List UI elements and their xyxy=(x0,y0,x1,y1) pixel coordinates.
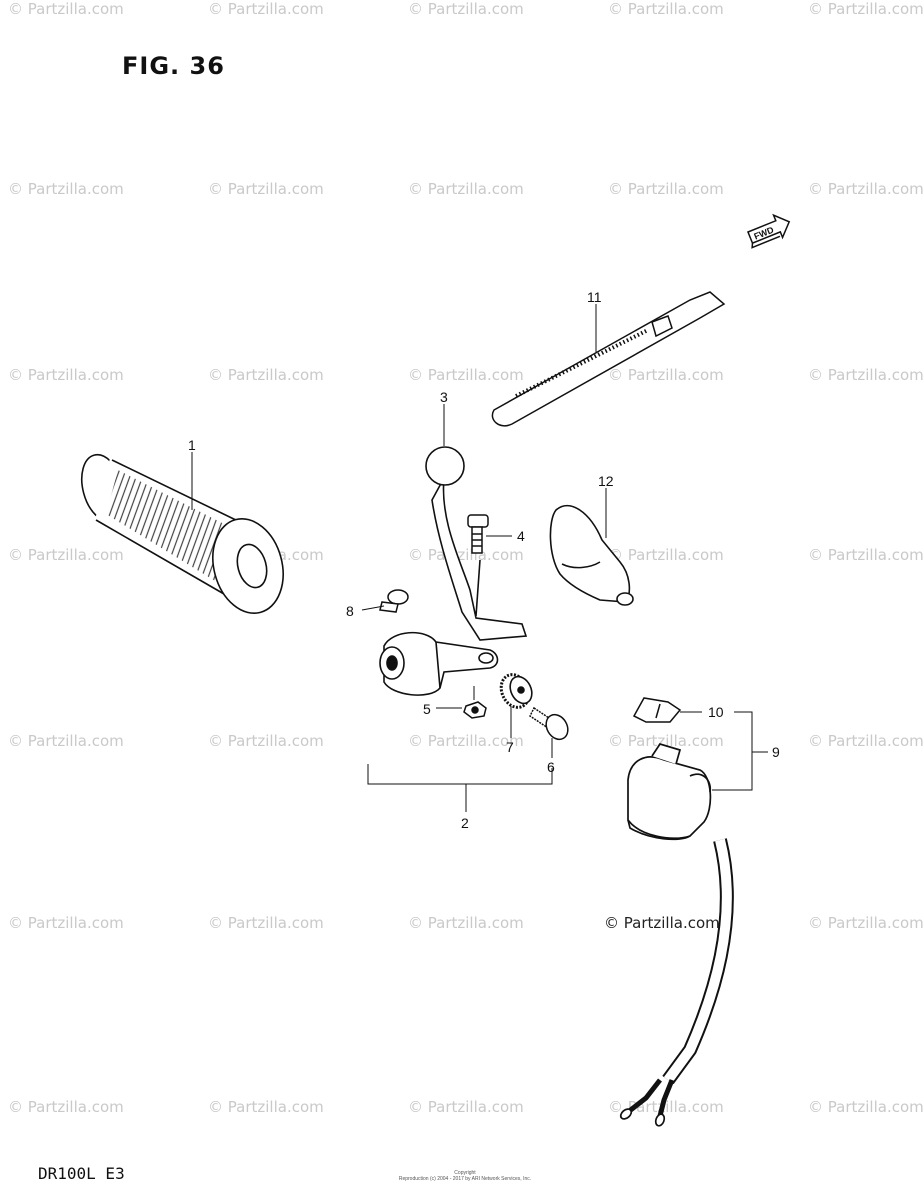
callout-6: 6 xyxy=(547,759,555,775)
watermark-text: © Partzilla.com xyxy=(208,732,324,750)
watermark-text: © Partzilla.com xyxy=(208,180,324,198)
leader-9 xyxy=(712,711,768,791)
bolt-part-6 xyxy=(529,706,569,741)
watermark-text: © Partzilla.com xyxy=(408,180,524,198)
footnote-line-2: Reproduction (c) 2004 - 2017 by ARI Netw… xyxy=(398,1176,532,1182)
model-code: DR100L E3 xyxy=(38,1164,125,1183)
watermark-text: © Partzilla.com xyxy=(208,366,324,384)
nut-part-5 xyxy=(463,701,487,719)
lever-holder-bracket xyxy=(379,631,499,696)
watermark-text: © Partzilla.com xyxy=(8,546,124,564)
callout-7: 7 xyxy=(506,739,514,755)
callout-4: 4 xyxy=(517,528,525,544)
watermark-text: © Partzilla.com xyxy=(808,914,924,932)
watermark-text: © Partzilla.com xyxy=(808,180,924,198)
assembly-bracket-2 xyxy=(367,764,553,812)
leader-8 xyxy=(361,605,385,611)
watermark-text: © Partzilla.com xyxy=(808,732,924,750)
watermark-text: © Partzilla.com xyxy=(608,546,724,564)
adjuster-part-7 xyxy=(499,673,533,709)
lever-part-3 xyxy=(425,446,528,641)
callout-10: 10 xyxy=(708,704,724,720)
watermark-text: © Partzilla.com xyxy=(408,1098,524,1116)
watermark-text: © Partzilla.com xyxy=(608,180,724,198)
bolt-part-4 xyxy=(467,514,489,554)
callout-9: 9 xyxy=(772,744,780,760)
watermark-text: © Partzilla.com xyxy=(408,732,524,750)
callout-5: 5 xyxy=(423,701,431,717)
handlebar-switch-part-9 xyxy=(619,743,734,1127)
figure-title: FIG. 36 xyxy=(122,52,225,80)
watermark-text: © Partzilla.com xyxy=(808,546,924,564)
watermark-text: © Partzilla.com xyxy=(408,366,524,384)
watermark-text: © Partzilla.com xyxy=(208,0,324,18)
watermark-text: © Partzilla.com xyxy=(408,0,524,18)
callout-12: 12 xyxy=(598,473,614,489)
watermark-text: © Partzilla.com xyxy=(408,914,524,932)
screw-part-8 xyxy=(379,589,409,613)
watermark-text: © Partzilla.com xyxy=(808,1098,924,1116)
fwd-arrow-icon: FWD xyxy=(747,213,791,249)
boot-part-12 xyxy=(549,504,634,606)
switch-knob-part-10 xyxy=(632,697,682,723)
watermark-text: © Partzilla.com xyxy=(8,914,124,932)
watermark-text: © Partzilla.com xyxy=(408,546,524,564)
callout-3: 3 xyxy=(440,389,448,405)
callout-1: 1 xyxy=(188,437,196,453)
watermark-text: © Partzilla.com xyxy=(608,0,724,18)
watermark-text: © Partzilla.com xyxy=(808,366,924,384)
watermark-text: © Partzilla.com xyxy=(8,1098,124,1116)
watermark-text: © Partzilla.com xyxy=(8,0,124,18)
watermark-text: © Partzilla.com xyxy=(608,366,724,384)
callout-2: 2 xyxy=(461,815,469,831)
watermark-text: © Partzilla.com xyxy=(608,732,724,750)
watermark-text: © Partzilla.com xyxy=(8,366,124,384)
watermark-text: © Partzilla.com xyxy=(208,914,324,932)
watermark-text: © Partzilla.com xyxy=(208,1098,324,1116)
copyright-label: © Partzilla.com xyxy=(604,914,720,932)
cable-tie-part-11 xyxy=(491,291,726,427)
watermark-text: © Partzilla.com xyxy=(808,0,924,18)
callout-8: 8 xyxy=(346,603,354,619)
footnote: Copyright Reproduction (c) 2004 - 2017 b… xyxy=(395,1170,535,1182)
footnote-line-1: Copyright xyxy=(454,1170,476,1176)
watermark-text: © Partzilla.com xyxy=(8,732,124,750)
grip-part-1 xyxy=(80,453,284,614)
callout-11: 11 xyxy=(587,289,602,305)
watermark-text: © Partzilla.com xyxy=(8,180,124,198)
